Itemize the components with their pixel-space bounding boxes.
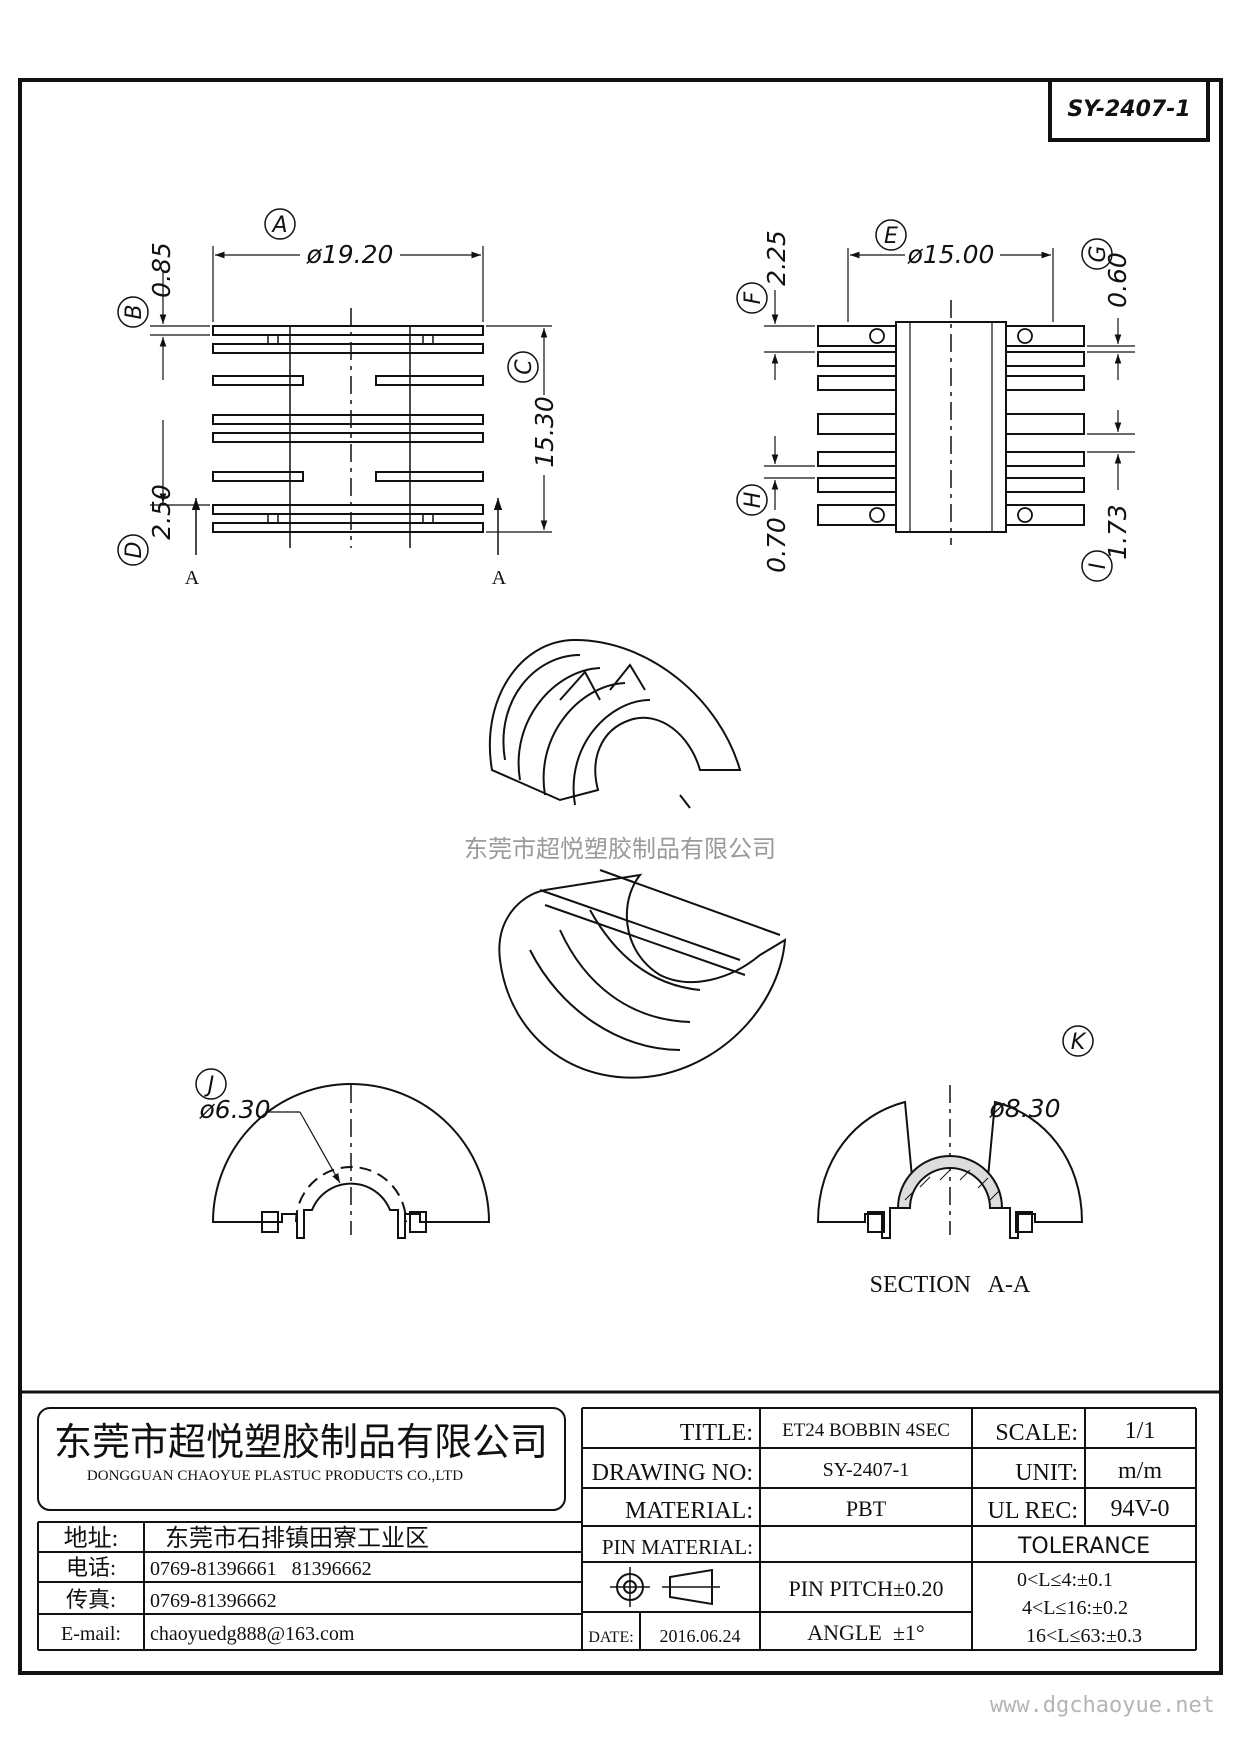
callout-f: F — [741, 291, 766, 304]
callout-g-circle — [1081, 238, 1113, 270]
section-label: SECTION A-A — [870, 1272, 1031, 1298]
dia-e-value: ø15.00 — [907, 240, 995, 269]
callout-g: G — [1086, 245, 1111, 262]
projection-symbol — [610, 1567, 720, 1607]
callout-c: C — [512, 359, 537, 375]
callout-a: A — [270, 213, 287, 238]
drawing-id-box — [1048, 78, 1210, 142]
title-label: TITLE: — [680, 1420, 753, 1446]
company-name-en: DONGGUAN CHAOYUE PLASTUC PRODUCTS CO.,LT… — [87, 1468, 463, 1484]
callout-i: I — [1086, 563, 1111, 570]
flange — [212, 504, 484, 515]
dia-a-value: ø19.20 — [306, 240, 394, 269]
callout-h-circle — [736, 484, 768, 516]
material-value: PBT — [846, 1496, 887, 1521]
front-view: ø19.20 A 0.85 B 2.50 D 15.30 C A A — [117, 208, 559, 589]
callout-b-circle — [117, 296, 149, 328]
flange — [212, 522, 484, 533]
callout-c-circle — [507, 351, 539, 383]
tolerance-1: 0<L≤4:±0.1 — [1017, 1569, 1113, 1591]
callout-e-circle — [875, 219, 907, 251]
flange — [212, 325, 484, 336]
unit-label: UNIT: — [1015, 1460, 1078, 1486]
tolerance-3: 16<L≤63:±0.3 — [1026, 1625, 1142, 1647]
pin-pitch: PIN PITCH±0.20 — [788, 1576, 943, 1601]
ul-label: UL REC: — [988, 1498, 1078, 1524]
title-block: 东莞市超悦塑胶制品有限公司 DONGGUAN CHAOYUE PLASTUC P… — [18, 1390, 1223, 1675]
date-value: 2016.06.24 — [660, 1626, 741, 1646]
section-view: ø8.30 K SECTION A-A — [816, 1025, 1094, 1298]
pin-material-label: PIN MATERIAL: — [602, 1535, 753, 1559]
dia-j-value: ø6.30 — [199, 1095, 271, 1124]
dim-c-value: 15.30 — [530, 396, 559, 468]
phone-value: 0769-81396661 81396662 — [150, 1558, 372, 1580]
tolerance-2: 4<L≤16:±0.2 — [1022, 1597, 1128, 1619]
dim-h-value: 0.70 — [762, 517, 791, 573]
dim-i-value: 1.73 — [1103, 504, 1132, 560]
dim-d-value: 2.50 — [147, 484, 176, 540]
section-mark-right: A — [492, 567, 507, 589]
dim-b-value: 0.85 — [147, 242, 176, 298]
flange — [212, 375, 304, 386]
callout-a-circle — [264, 208, 296, 240]
material-label: MATERIAL: — [625, 1498, 753, 1524]
callout-f-circle — [736, 282, 768, 314]
callout-j-circle — [195, 1068, 227, 1100]
fax-label: 传真: — [66, 1587, 116, 1612]
company-name-cn: 东莞市超悦塑胶制品有限公司 — [54, 1422, 548, 1464]
callout-i-circle — [1081, 550, 1113, 582]
callout-j: J — [204, 1073, 215, 1098]
flange — [375, 471, 484, 482]
flange — [375, 375, 484, 386]
scale-value: 1/1 — [1125, 1418, 1156, 1444]
drawing-no-label: DRAWING NO: — [592, 1460, 753, 1486]
section-mark-left: A — [185, 567, 200, 589]
scale-label: SCALE: — [995, 1420, 1078, 1446]
drawing-id: SY-2407-1 — [1067, 97, 1190, 122]
hatched-section — [896, 1155, 1004, 1209]
dim-f-value: 2.25 — [762, 230, 791, 286]
email-label: E-mail: — [61, 1623, 121, 1645]
flange — [212, 343, 484, 354]
address-label: 地址: — [64, 1525, 119, 1552]
end-profile — [211, 1083, 491, 1239]
callout-d: D — [122, 542, 147, 559]
isometric-upper-half — [488, 638, 742, 809]
callout-b: B — [122, 304, 147, 319]
flange — [212, 432, 484, 443]
dia-k-value: ø8.30 — [989, 1094, 1061, 1123]
side-view: ø15.00 E 2.25 F 0.70 H 0.60 G 1.73 — [736, 219, 1135, 582]
unit-value: m/m — [1118, 1458, 1162, 1484]
dim-g-value: 0.60 — [1103, 252, 1132, 308]
website-link[interactable]: www.dgchaoyue.net — [990, 1693, 1215, 1718]
company-box — [37, 1407, 566, 1511]
ul-value: 94V-0 — [1110, 1496, 1169, 1522]
date-label: DATE: — [588, 1629, 633, 1646]
callout-h: H — [741, 492, 766, 509]
address-value: 东莞市石排镇田寮工业区 — [165, 1525, 429, 1552]
isometric-lower-half — [498, 869, 787, 1079]
phone-label: 电话: — [66, 1555, 116, 1580]
end-view: ø6.30 J — [195, 1068, 491, 1239]
flange — [212, 471, 304, 482]
callout-k: K — [1071, 1030, 1087, 1055]
email-value[interactable]: chaoyuedg888@163.com — [150, 1623, 355, 1645]
flange — [212, 414, 484, 425]
angle-tolerance: ANGLE ±1° — [807, 1620, 924, 1645]
callout-k-circle — [1062, 1025, 1094, 1057]
drawing-no-value: SY-2407-1 — [823, 1459, 910, 1481]
tolerance-label: TOLERANCE — [1017, 1534, 1150, 1559]
watermark: 东莞市超悦塑胶制品有限公司 — [464, 835, 776, 863]
callout-d-circle — [117, 534, 149, 566]
title-value: ET24 BOBBIN 4SEC — [782, 1420, 950, 1441]
callout-e: E — [884, 224, 898, 249]
fax-value: 0769-81396662 — [150, 1590, 277, 1612]
